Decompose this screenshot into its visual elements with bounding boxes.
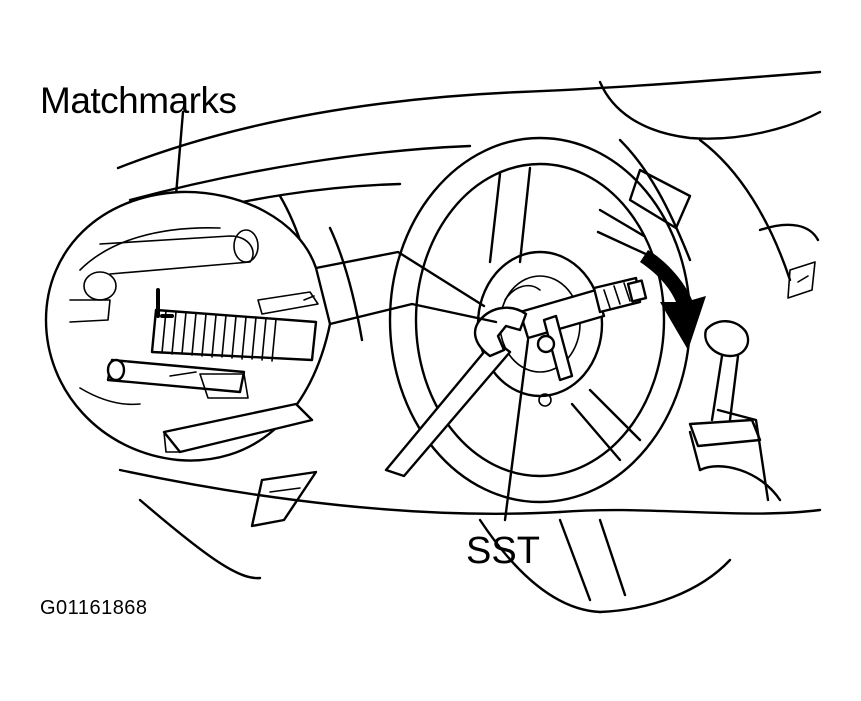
- figure-id: G01161868: [40, 597, 148, 619]
- steering-wheel: [388, 136, 692, 602]
- matchmarks-label: Matchmarks: [40, 80, 237, 121]
- rotation-arrow: [640, 250, 706, 350]
- wrench: [384, 306, 528, 478]
- sst-label: SST: [466, 530, 540, 572]
- shift-lever: [688, 320, 762, 448]
- detail-magnifier: [44, 190, 332, 462]
- sst-tool: [518, 276, 648, 382]
